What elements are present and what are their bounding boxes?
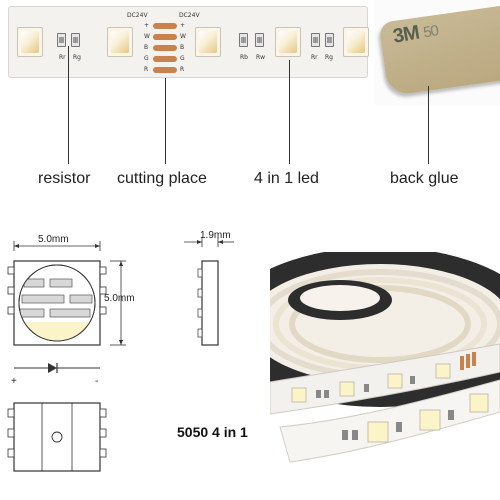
- copper-pad: [153, 67, 177, 73]
- led-strip-closeup: Rr Rg DC24V DC24V + W B G R + W B G R Rb…: [8, 6, 369, 78]
- polarity-diode-symbol: + -: [11, 363, 100, 387]
- resistor: [71, 33, 80, 47]
- resistor-code: Rg: [325, 54, 333, 61]
- label-resistor: resistor: [38, 170, 91, 187]
- led-chip: [343, 27, 369, 57]
- pad-label: B: [144, 44, 149, 51]
- resistor: [57, 33, 66, 47]
- pad-label: W: [144, 33, 150, 40]
- led-chip: [195, 27, 221, 57]
- package-bottom-view: [7, 402, 107, 472]
- label-led: 4 in 1 led: [254, 170, 319, 187]
- led-chip: [17, 27, 43, 57]
- led-pointer: [289, 60, 290, 164]
- model-label: 5050 4 in 1: [177, 424, 248, 440]
- resistor-pointer: [68, 46, 69, 164]
- back-glue-pointer: [428, 86, 429, 164]
- resistor-code: Rw: [256, 54, 266, 61]
- led-strip-reel-photo: [270, 252, 500, 472]
- pad-label: G: [144, 55, 149, 62]
- resistor-code: Rb: [240, 54, 248, 61]
- width-dimension: 5.0mm: [13, 234, 101, 251]
- label-cutting-place: cutting place: [117, 170, 207, 187]
- thickness-dim-text: 1.9mm: [200, 230, 231, 241]
- voltage-label: DC24V: [127, 12, 148, 19]
- minus-sign: -: [95, 376, 98, 387]
- plus-sign: +: [11, 376, 17, 387]
- resistor-code: Rr: [311, 54, 318, 61]
- resistor: [239, 33, 248, 47]
- resistor-code: Rg: [73, 54, 81, 61]
- led-chip: [275, 27, 301, 57]
- copper-pad: [153, 56, 177, 62]
- resistor: [311, 33, 320, 47]
- pad-label: R: [180, 66, 185, 73]
- pad-label: R: [144, 66, 149, 73]
- adhesive-liner: [378, 5, 500, 97]
- pad-label: G: [180, 55, 185, 62]
- voltage-label: DC24V: [179, 12, 200, 19]
- copper-pad: [153, 45, 177, 51]
- copper-pad: [153, 23, 177, 29]
- height-dimension: 5.0mm: [104, 260, 135, 346]
- resistor: [255, 33, 264, 47]
- led-chip: [107, 27, 133, 57]
- height-dim-text: 5.0mm: [104, 293, 135, 304]
- led-technical-drawing: 5.0mm 5.0mm: [7, 230, 234, 472]
- package-top-view: [7, 260, 107, 346]
- copper-pad: [153, 34, 177, 40]
- pad-label: B: [180, 44, 185, 51]
- resistor-code: Rr: [59, 54, 66, 61]
- back-glue-tape: 3M 50: [375, 0, 500, 106]
- resistor: [325, 33, 334, 47]
- pad-label: +: [144, 22, 150, 29]
- reel-illustration: [270, 252, 500, 463]
- package-side-view: 1.9mm: [184, 230, 234, 346]
- cutting-place-pointer: [165, 78, 166, 164]
- label-back-glue: back glue: [390, 170, 459, 187]
- pad-label: +: [180, 22, 186, 29]
- width-dim-text: 5.0mm: [38, 234, 69, 245]
- pad-label: W: [180, 33, 186, 40]
